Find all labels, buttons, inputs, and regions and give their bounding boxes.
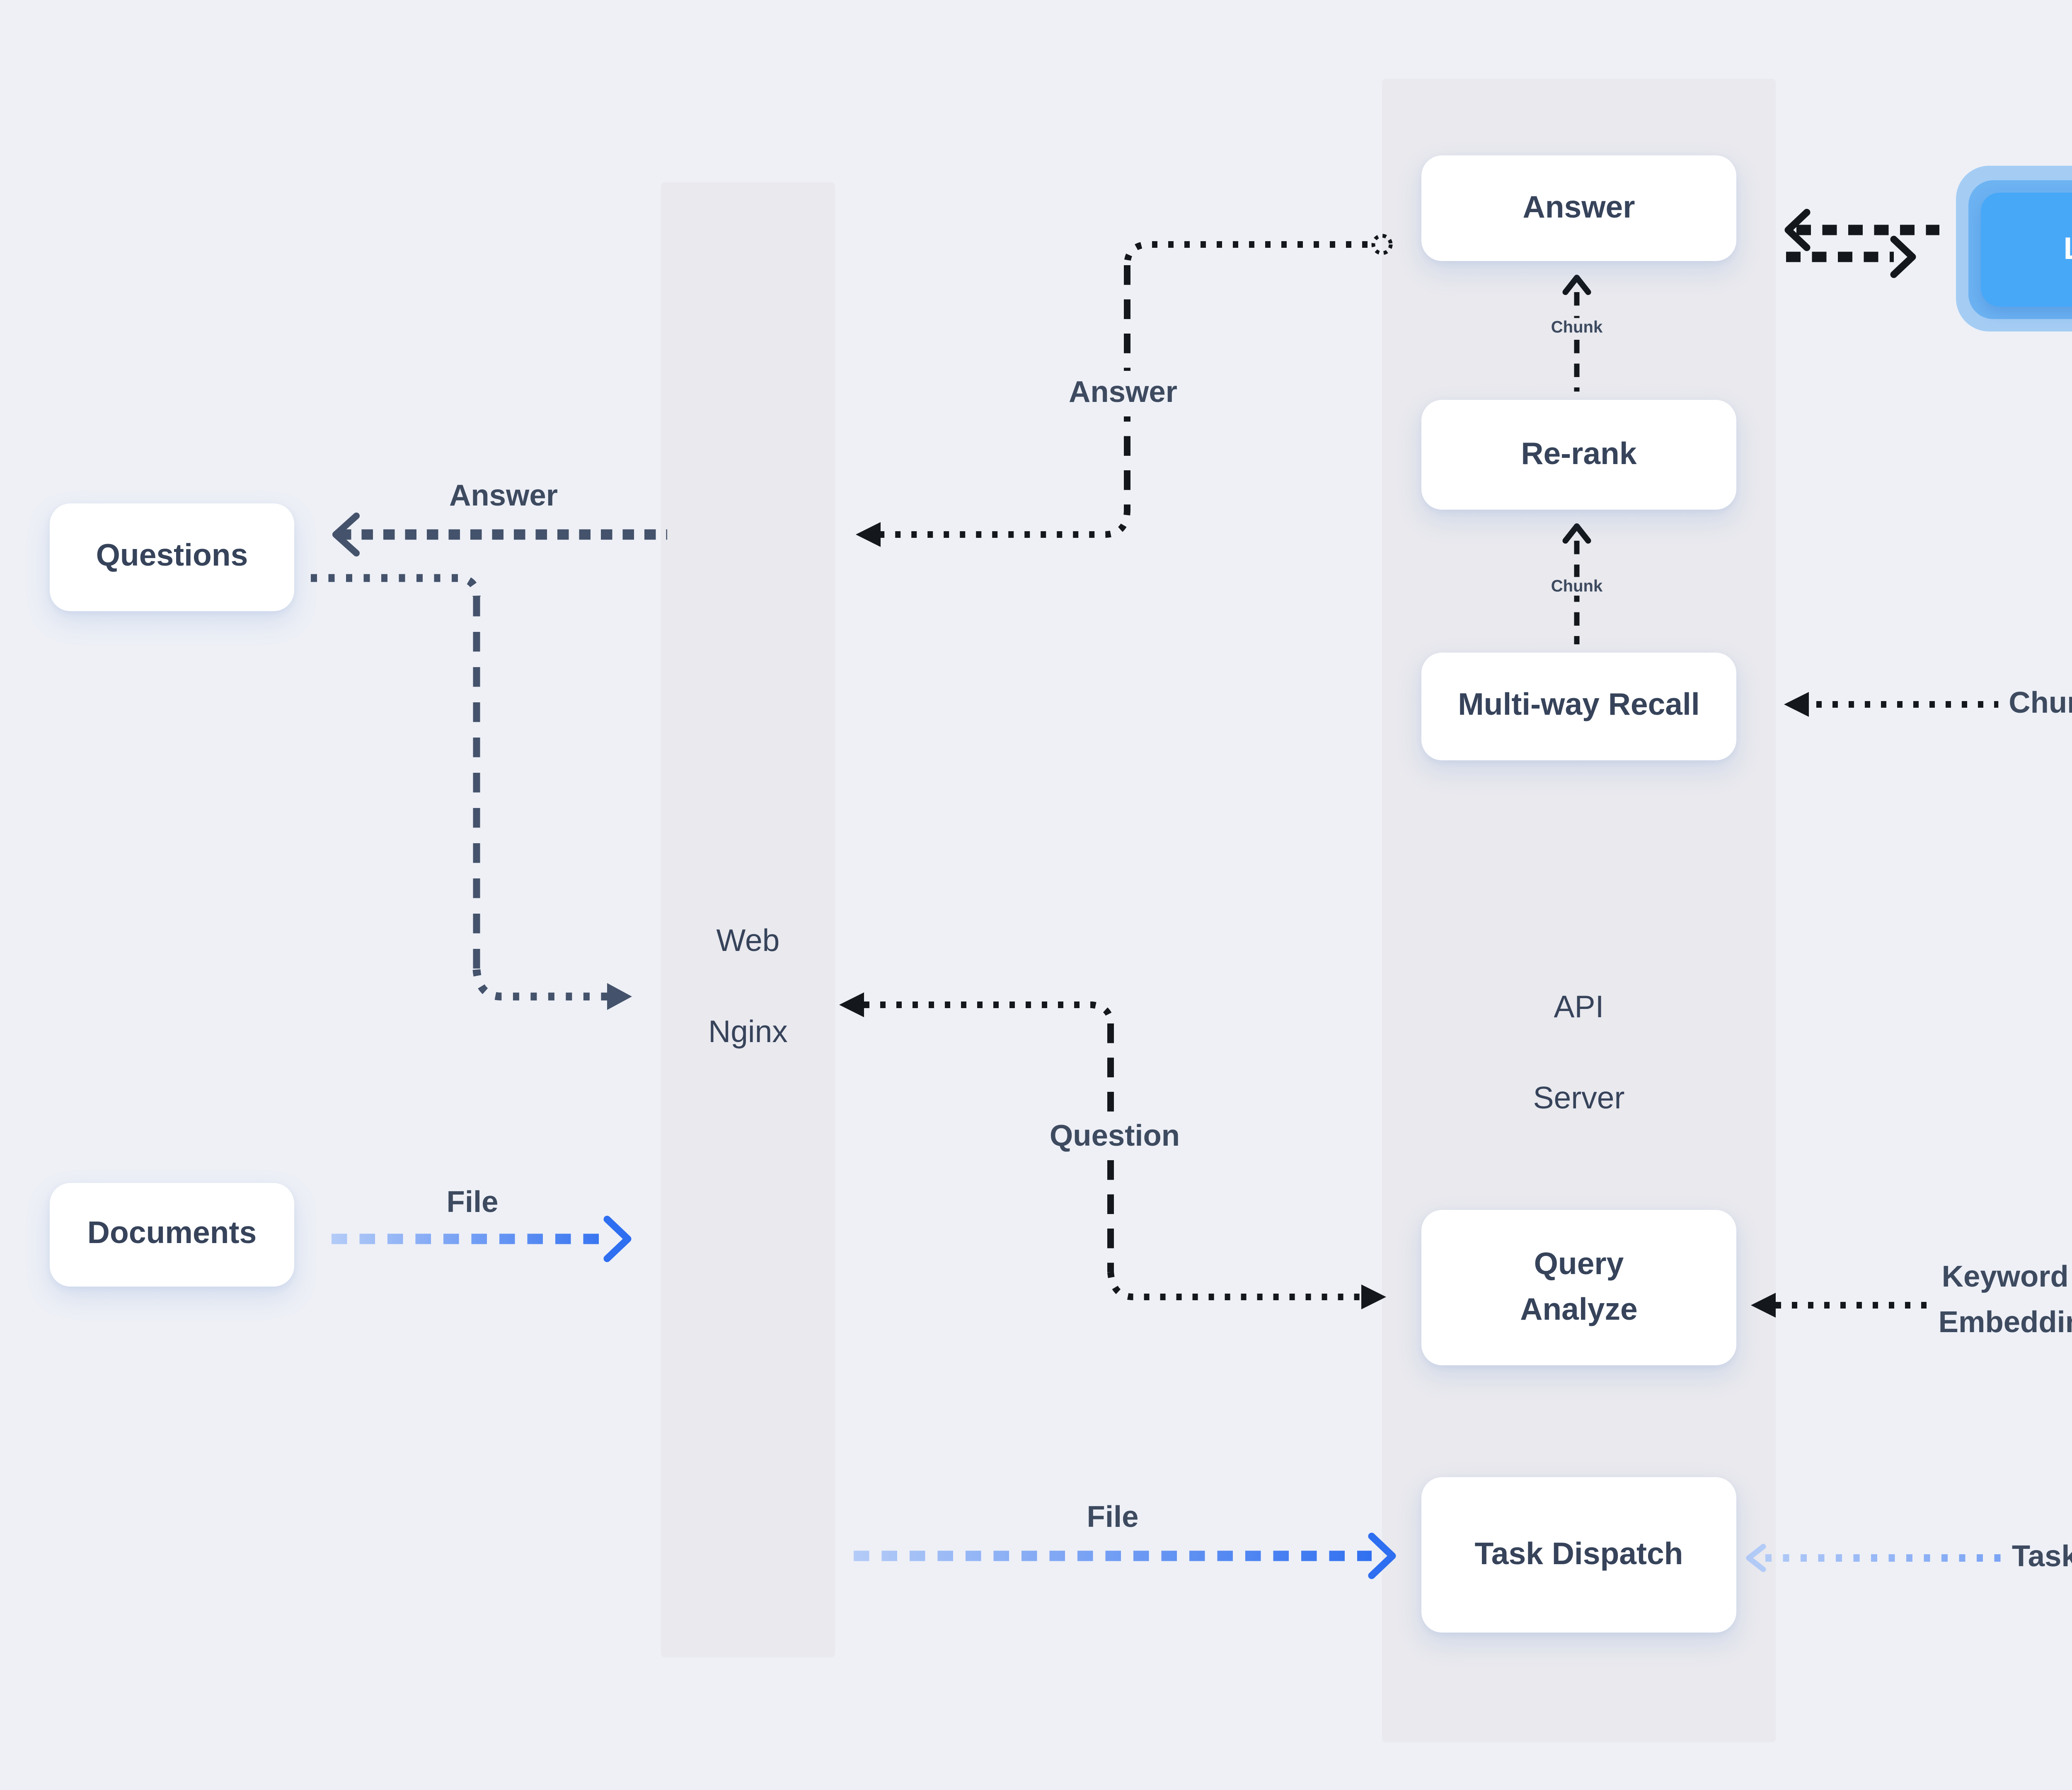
edge-label-answer-mid: Answer	[1058, 371, 1188, 416]
edge-label-tasks: Tasks	[2001, 1535, 2072, 1581]
edge-questions-to-webnginx	[311, 574, 632, 1010]
edge-db-to-multiway-chunk	[1784, 692, 2072, 717]
edge-queryanalyze-to-db-keyword	[1751, 1293, 2072, 1318]
edge-rerank-to-answer-chunk	[1562, 275, 1591, 392]
web-nginx-line1: Web	[716, 924, 780, 959]
edge-label-keyword-embedding: Keyword & Embedding	[1928, 1255, 2072, 1347]
node-answer-label: Answer	[1523, 189, 1635, 225]
edge-webnginx-to-questions-answer	[332, 513, 667, 556]
node-task-dispatch: Task Dispatch	[1421, 1477, 1736, 1633]
web-nginx-panel	[661, 182, 835, 1657]
node-multiway-label: Multi-way Recall	[1458, 688, 1700, 723]
edge-label-answer-left: Answer	[439, 474, 568, 520]
edge-label-chunk-db-left: Chunk	[1998, 682, 2072, 727]
api-server-panel-label: API Server	[1382, 941, 1776, 1123]
node-task-dispatch-label: Task Dispatch	[1474, 1536, 1683, 1572]
node-documents: Documents	[50, 1183, 294, 1287]
node-documents-label: Documents	[87, 1216, 257, 1251]
edge-label-file-bottom: File	[1076, 1496, 1149, 1541]
edge-label-keyword-line1: Keyword &	[1941, 1262, 2072, 1295]
node-llms-label: LLMs	[2064, 232, 2072, 267]
node-questions-label: Questions	[96, 539, 248, 574]
node-rerank-label: Re-rank	[1521, 436, 1637, 472]
api-server-line2: Server	[1533, 1081, 1625, 1117]
edge-documents-to-webnginx-file	[332, 1216, 632, 1262]
api-server-panel	[1382, 79, 1776, 1742]
edge-label-chunk-answer: Chunk	[1544, 318, 1609, 337]
node-llms: LLMs	[1981, 193, 2072, 307]
web-nginx-line2: Nginx	[708, 1015, 788, 1050]
node-query-line2: Analyze	[1520, 1292, 1638, 1327]
node-query-line1: Query	[1534, 1246, 1624, 1282]
node-query-analyze: Query Analyze	[1421, 1210, 1736, 1365]
edge-webnginx-to-queryanalyze-question	[839, 992, 1386, 1309]
node-answer: Answer	[1421, 155, 1736, 261]
node-questions: Questions	[50, 503, 294, 611]
edge-webnginx-to-taskdispatch-file	[854, 1533, 1396, 1579]
edge-taskdispatch-to-db-tasks	[1746, 1544, 2072, 1572]
web-nginx-panel-label: Web Nginx	[661, 874, 835, 1057]
api-server-line1: API	[1554, 990, 1604, 1026]
edge-answer-llms	[1784, 209, 1939, 278]
edge-label-keyword-line2: Embedding	[1938, 1307, 2072, 1340]
edge-label-chunk-rerank: Chunk	[1544, 577, 1609, 596]
edge-label-file-top: File	[436, 1181, 509, 1226]
node-multiway-recall: Multi-way Recall	[1421, 653, 1736, 760]
node-rerank: Re-rank	[1421, 400, 1736, 510]
edge-label-question: Question	[1039, 1115, 1191, 1160]
